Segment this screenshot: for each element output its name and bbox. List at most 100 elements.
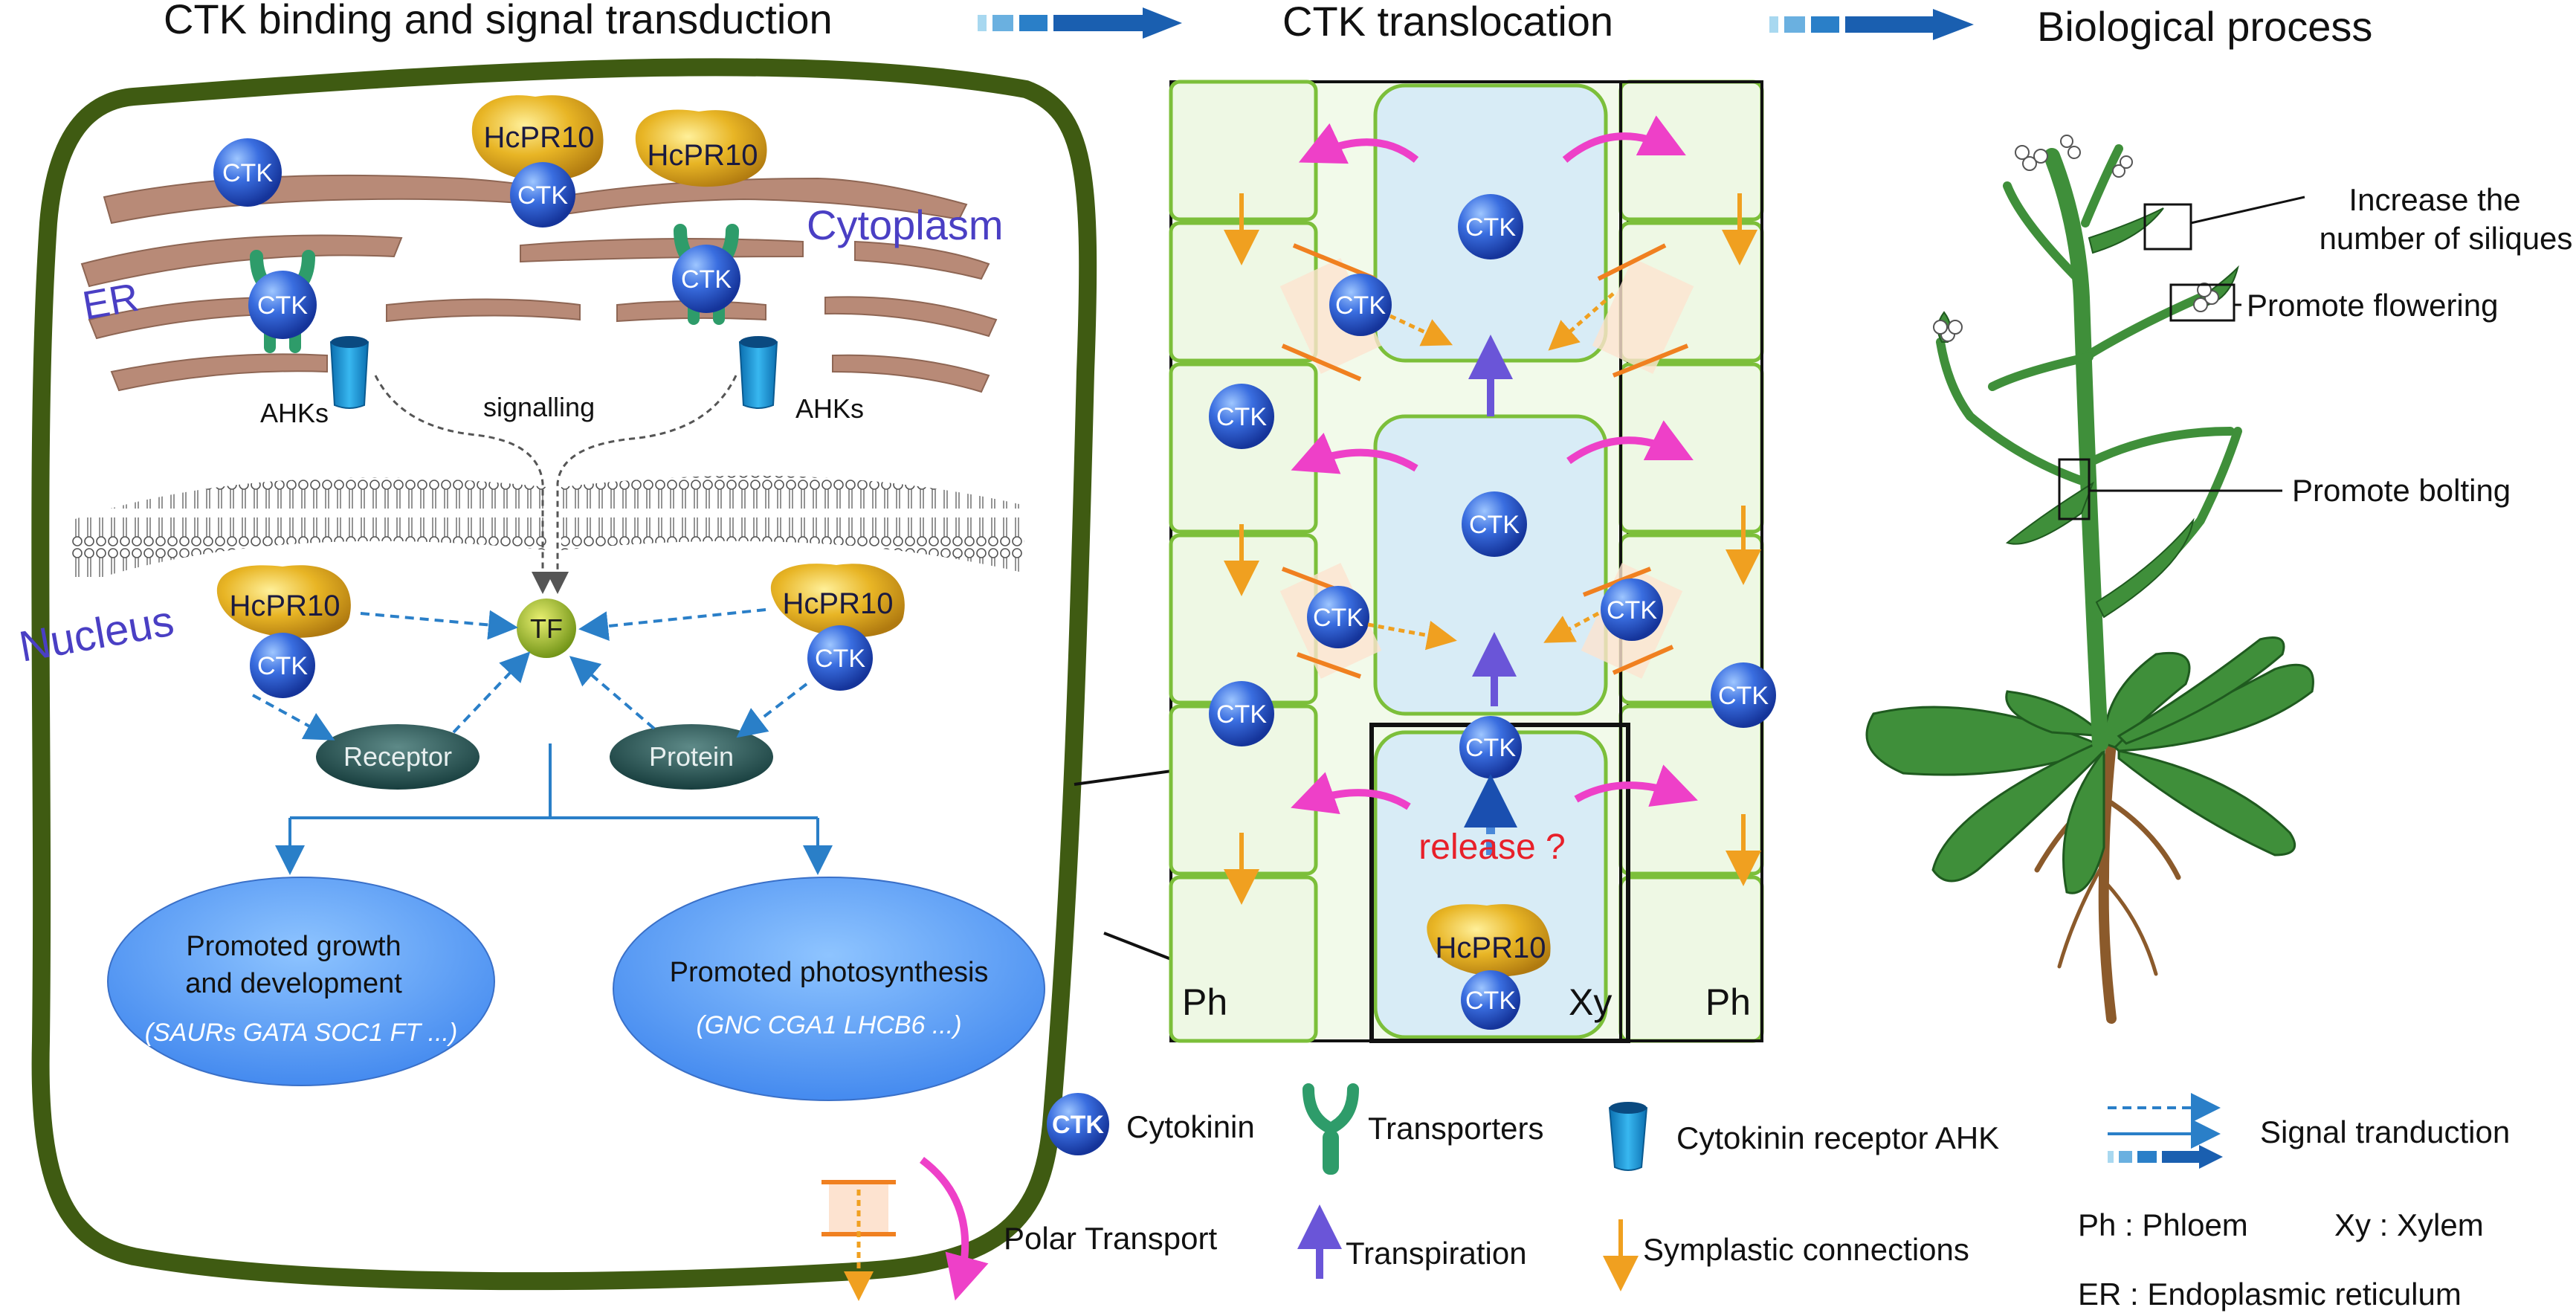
polar-arrows [1367, 292, 1615, 651]
legend-cytokinin-icon: CTK [1047, 1093, 1109, 1155]
nuclear-membrane [71, 477, 546, 587]
siliques-pointer [2190, 196, 2305, 225]
svg-text:Receptor: Receptor [343, 741, 452, 772]
header-arrow-2 [1769, 9, 1974, 40]
plant-illustration: Increase the number of siliques Promote … [1865, 135, 2573, 1024]
hcpr10-ctk-complex: HcPR10 CTK [1427, 904, 1551, 1030]
transcription-factor: TF [517, 599, 576, 658]
svg-text:HcPR10: HcPR10 [1436, 932, 1546, 964]
ctk-molecule: CTK [1209, 384, 1274, 449]
ahks-label-right: AHKs [795, 393, 864, 424]
legend-receptor: Cytokinin receptor AHK [1676, 1120, 1999, 1155]
ctk-molecule: CTK [1462, 491, 1527, 557]
ctk-molecule: CTK [213, 138, 282, 207]
rosette-leaves [1865, 636, 2314, 894]
svg-text:CTK: CTK [257, 652, 308, 680]
release-label: release ? [1418, 828, 1565, 867]
svg-text:HcPR10: HcPR10 [783, 587, 894, 620]
nuclear-membrane [561, 475, 1026, 572]
signalling-label: signalling [483, 392, 595, 422]
ph-label-left: Ph [1182, 981, 1227, 1023]
bolting-label: Promote bolting [2292, 473, 2511, 508]
legend-ph: Ph : Phloem [2078, 1207, 2248, 1242]
svg-text:Promoted growth: Promoted growth [186, 931, 401, 962]
receptor-node: Receptor [316, 724, 480, 790]
svg-text:CTK: CTK [1465, 213, 1516, 242]
legend-transpiration: Transpiration [1346, 1236, 1527, 1271]
polar-channel: CTK [1581, 563, 1683, 679]
svg-text:HcPR10: HcPR10 [648, 139, 758, 172]
ctk-molecule: CTK [1209, 681, 1274, 746]
legend: CTK Cytokinin Transporters Cytokinin rec… [821, 1083, 2510, 1312]
siliques-label-line2: number of siliques [2320, 221, 2573, 256]
polar-channel: CTK [1279, 243, 1392, 381]
svg-text:(GNC CGA1 LHCB6 ...): (GNC CGA1 LHCB6 ...) [696, 1011, 961, 1039]
ctk-molecule: CTK [1711, 662, 1776, 728]
plant-cell: Cytoplasm ER Nucleus CTK HcPR10 CTK HcPR… [16, 58, 1097, 1291]
xy-label: Xy [1569, 981, 1612, 1023]
photosynthesis-outcome: Promoted photosynthesis (GNC CGA1 LHCB6 … [613, 877, 1045, 1101]
main-stem [2044, 148, 2108, 752]
svg-text:Promoted photosynthesis: Promoted photosynthesis [670, 957, 989, 988]
svg-text:CTK: CTK [257, 291, 308, 320]
er-label: ER [80, 275, 142, 329]
ahks-label-left: AHKs [260, 398, 329, 428]
cytoplasm-label: Cytoplasm [807, 201, 1004, 248]
legend-transporter-icon [1302, 1083, 1359, 1175]
svg-text:CTK: CTK [1607, 596, 1657, 625]
transporter-ctk: CTK [248, 250, 317, 353]
translocation-panel: CTK CTK CTK CTK CTK CTK CTK CTK [1169, 80, 1776, 1043]
legend-symplastic: Symplastic connections [1643, 1232, 1969, 1267]
svg-text:HcPR10: HcPR10 [484, 121, 595, 154]
legend-polar-icon [821, 1157, 989, 1301]
symplastic-arrows [1224, 193, 1761, 905]
legend-ahk-icon [1608, 1102, 1648, 1171]
header-biological: Biological process [2037, 3, 2372, 50]
svg-text:and development: and development [185, 968, 402, 999]
svg-text:CTK: CTK [1216, 700, 1267, 729]
endoplasmic-reticulum [80, 174, 998, 393]
bolting-box [2058, 458, 2091, 520]
svg-text:CTK: CTK [681, 265, 732, 294]
flowering-label: Promote flowering [2247, 288, 2498, 323]
protein-node: Protein [610, 724, 773, 790]
hcpr10-protein: HcPR10 [635, 109, 767, 187]
svg-text:CTK: CTK [1465, 987, 1516, 1015]
svg-text:CTK: CTK [1465, 734, 1516, 762]
siliques-box [2143, 203, 2192, 251]
legend-xy: Xy : Xylem [2334, 1207, 2484, 1242]
hcpr10-ctk-complex: HcPR10 CTK [770, 564, 905, 691]
header-binding: CTK binding and signal transduction [164, 0, 833, 42]
legend-er: ER : Endoplasmic reticulum [2078, 1277, 2462, 1312]
svg-text:CTK: CTK [1216, 403, 1267, 431]
svg-text:HcPR10: HcPR10 [230, 590, 340, 622]
flowers [1933, 135, 2219, 342]
svg-text:CTK: CTK [1313, 604, 1363, 632]
cell-wall [31, 58, 1097, 1291]
polar-transport-curves [1291, 115, 1698, 814]
flowering-box [2169, 283, 2236, 322]
siliques-label-line1: Increase the [2349, 182, 2520, 217]
outcome-connector [275, 743, 833, 875]
legend-cytokinin: Cytokinin [1126, 1109, 1255, 1144]
ph-label-right: Ph [1705, 981, 1751, 1023]
growth-outcome: Promoted growth and development (SAURs G… [107, 877, 495, 1086]
svg-text:CTK: CTK [1718, 682, 1769, 710]
transporter-ctk: CTK [672, 224, 740, 325]
svg-text:CTK: CTK [222, 159, 273, 187]
signalling-path-left [374, 375, 554, 594]
svg-text:CTK: CTK [1052, 1111, 1104, 1139]
polar-channel: CTK [1279, 563, 1382, 679]
svg-text:(SAURs GATA SOC1 FT ...): (SAURs GATA SOC1 FT ...) [145, 1019, 458, 1047]
svg-text:CTK: CTK [517, 181, 568, 210]
signal-arrows [252, 608, 808, 741]
header-arrow-1 [978, 7, 1182, 39]
svg-text:CTK: CTK [1469, 511, 1520, 539]
svg-text:CTK: CTK [815, 645, 865, 673]
hcpr10-ctk-complex: HcPR10 CTK [471, 95, 604, 228]
ahk-receptor-left [329, 336, 369, 409]
ctk-molecule: CTK [1458, 194, 1523, 259]
svg-text:CTK: CTK [1335, 291, 1386, 320]
header-translocation: CTK translocation [1282, 0, 1613, 45]
